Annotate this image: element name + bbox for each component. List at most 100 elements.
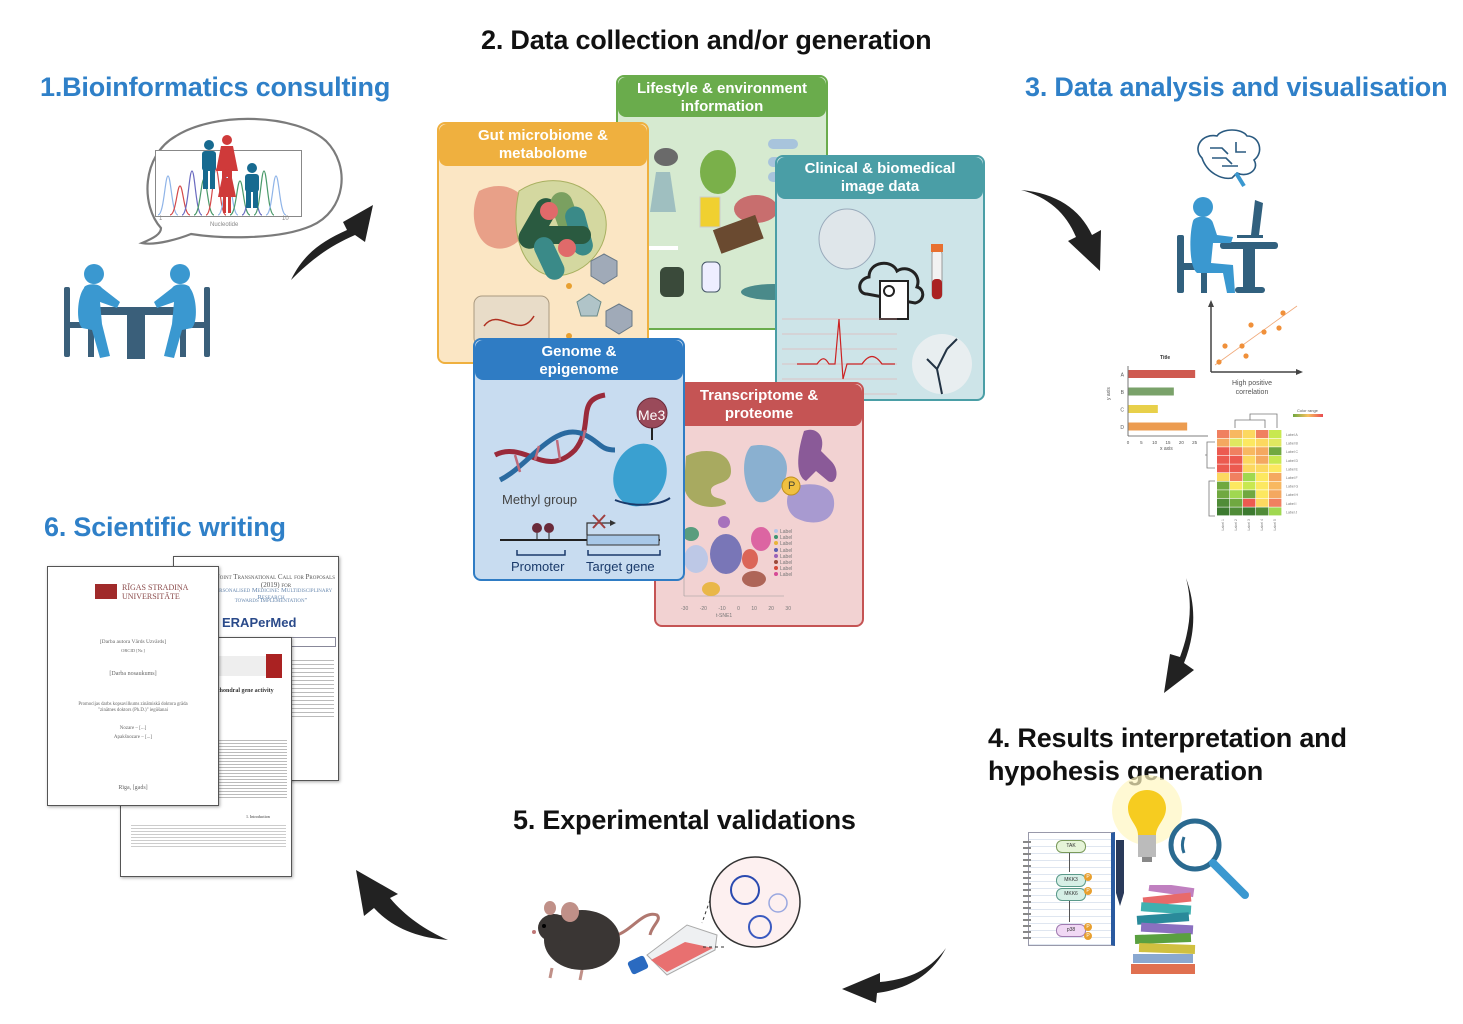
- flow-arrow-4-to-5: [840, 945, 950, 1005]
- rsu-name-line2: UNIVERSITĀTE: [122, 592, 180, 601]
- heatmap-cell: [1269, 430, 1282, 438]
- card-gut-title-line1: Gut microbiome &: [477, 127, 608, 144]
- heatmap-cell: [1269, 447, 1282, 456]
- step-4-title-line1: 4. Results interpretation and: [988, 723, 1347, 753]
- pen-icon: [1116, 840, 1124, 906]
- heatmap-cell: [1230, 498, 1243, 507]
- card-clinical-title-line1: Clinical & biomedical: [804, 160, 956, 177]
- virus-icon: [730, 875, 788, 939]
- rsu-name-line1: RĪGAS STRADIŅA: [122, 583, 189, 592]
- heatmap-cell: [1217, 498, 1230, 507]
- heatmap-col-label: Label 2: [1234, 519, 1238, 531]
- heatmap-col-label: Label 4: [1260, 519, 1264, 531]
- bar-B: [1128, 387, 1174, 396]
- thesis-subfield: Apakšnozare – [...]: [113, 735, 153, 740]
- phospho-badge: P: [1084, 887, 1092, 895]
- heatmap-col-label: Label 1: [1221, 519, 1225, 531]
- bar-category-label: A: [1121, 373, 1125, 379]
- proposal-text: [292, 657, 334, 717]
- heatmap-cell: [1256, 481, 1269, 490]
- heatmap-cell: [1243, 464, 1256, 473]
- phospho-label: P: [788, 480, 796, 492]
- scatter-point: [1280, 310, 1286, 316]
- scatter-plot: [1208, 300, 1303, 375]
- clinical-illustration: [782, 208, 972, 395]
- chromatogram-xlabel: Nucleotide: [210, 222, 239, 228]
- step-4-title-line2: hypohesis generation: [988, 756, 1264, 786]
- tsne-xtick: 30: [785, 606, 791, 612]
- card-gut-header: Gut microbiome & metabolome: [439, 124, 647, 166]
- heatmap-cell: [1269, 464, 1282, 473]
- thesis-author: [Darba autora Vārds Uzvārds]: [99, 639, 167, 645]
- step-4-title: 4. Results interpretation and hypohesis …: [988, 722, 1347, 788]
- scatter-point: [1222, 343, 1228, 349]
- tsne-legend-label: Label: [780, 553, 793, 560]
- tsne-legend-label: Label: [780, 547, 793, 554]
- flow-arrow-2-to-3: [1018, 185, 1108, 275]
- step-5-title: 5. Experimental validations: [513, 805, 856, 835]
- promoter-label: Promoter: [511, 559, 565, 574]
- pathway-node-mkk3: MKK3: [1056, 874, 1086, 887]
- bar-chart-title: Title: [1160, 355, 1171, 361]
- thesis-work-title: [Darba nosaukums]: [109, 671, 157, 677]
- tsne-legend-item: Label: [774, 547, 793, 554]
- card-lifestyle-header: Lifestyle & environment information: [618, 77, 826, 117]
- tsne-legend-label: Label: [780, 572, 793, 579]
- bar-xtick: 15: [1165, 440, 1171, 445]
- heatmap-row-label: Label J: [1286, 510, 1298, 514]
- tsne-legend-item: Label: [774, 553, 793, 560]
- tsne-legend-label: Label: [780, 541, 793, 548]
- proposal-heading-line2: "Personalised Medicine: Multidisciplinar…: [209, 587, 333, 601]
- bar-xtick: 25: [1192, 440, 1198, 445]
- erapermed-logo: ERAPerMed: [222, 615, 297, 630]
- article-section: 1. Introduction: [246, 814, 270, 819]
- tsne-xtick: -20: [699, 606, 707, 612]
- bar-D: [1128, 422, 1188, 431]
- heatmap-cell: [1256, 464, 1269, 473]
- heatmap-cell: [1243, 507, 1256, 516]
- card-lifestyle-title-line2: information: [680, 98, 764, 115]
- scatter-caption-line1: High positive: [1231, 380, 1273, 387]
- heatmap-cell: [1269, 455, 1282, 464]
- heatmap-cell: [1243, 455, 1256, 464]
- heatmap-cell: [1256, 430, 1269, 438]
- heatmap-cell: [1243, 481, 1256, 490]
- tsne-xtick: -30: [681, 606, 689, 612]
- tsne-legend-dot: [774, 560, 778, 565]
- document-thesis: RĪGAS STRADIŅA UNIVERSITĀTE [Darba autor…: [47, 566, 219, 806]
- tsne-legend-dot: [774, 541, 778, 546]
- thesis-place-year: Rīga, [gads]: [118, 785, 148, 791]
- heatmap-row-label: Label C: [1286, 450, 1299, 454]
- cell-culture-flask-icon: [627, 924, 718, 976]
- thesis-desc-line1: Promocijas darbs kopsavilkums zinātniskā…: [78, 702, 188, 707]
- ai-brain-icon: [1197, 129, 1261, 188]
- tsne-legend-dot: [774, 535, 778, 540]
- heatmap-cell: [1230, 490, 1243, 499]
- proteome-illustration: [684, 429, 837, 523]
- heatmap-row-label: Label E: [1286, 467, 1299, 471]
- heatmap-cell: [1243, 490, 1256, 499]
- bar-category-label: C: [1120, 408, 1124, 414]
- heatmap-row-label: Label F: [1286, 476, 1298, 480]
- heatmap-cell: [1256, 507, 1269, 516]
- card-gut-title-line2: metabolome: [498, 145, 588, 162]
- flow-arrow-1-to-2: [285, 200, 380, 285]
- heatmap-cell: [1256, 490, 1269, 499]
- rsu-name: RĪGAS STRADIŅA UNIVERSITĀTE: [122, 583, 188, 601]
- thesis-desc-line2: "zinātnes doktors (Ph.D.)" iegūšanai: [98, 708, 168, 713]
- heatmap-cell: [1243, 447, 1256, 456]
- card-gut: Gut microbiome & metabolome: [437, 122, 649, 364]
- rsu-logo-icon: [95, 584, 117, 599]
- card-genome-title-line2: epigenome: [539, 361, 619, 378]
- heatmap-cell: [1230, 447, 1243, 456]
- tsne-plot: [683, 516, 784, 597]
- bar-category-label: B: [1121, 390, 1125, 396]
- scatter-point: [1243, 353, 1249, 359]
- tsne-legend-item: Label: [774, 541, 792, 547]
- heatmap-cell: [1256, 473, 1269, 481]
- gut-illustration: [473, 180, 633, 347]
- thesis-field: Nozare – [...]: [119, 726, 147, 731]
- heatmap-cell: [1243, 498, 1256, 507]
- phospho-badge: P: [1084, 873, 1092, 881]
